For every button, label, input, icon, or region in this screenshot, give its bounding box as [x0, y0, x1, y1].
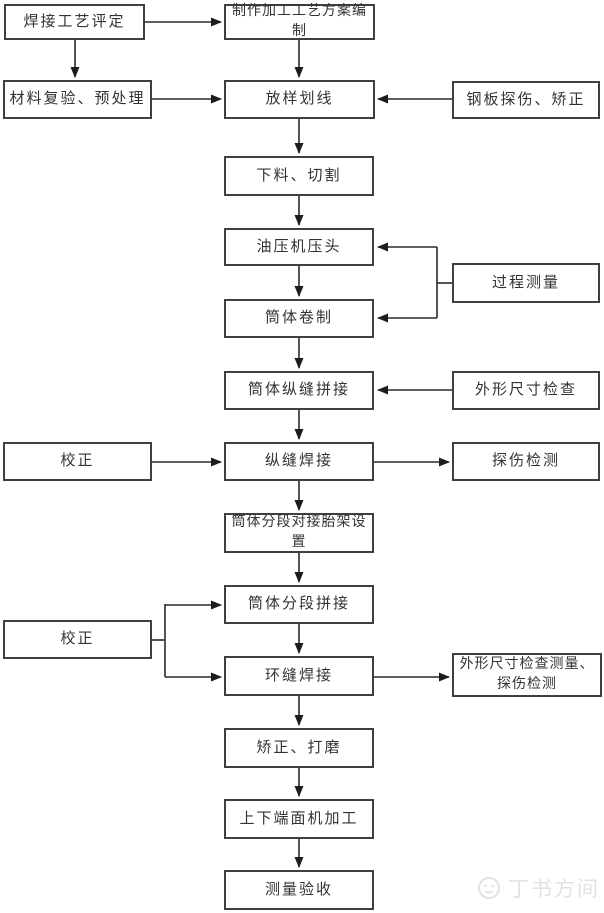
node-shell-rolling: 筒体卷制 [224, 299, 374, 338]
watermark-smiley-logo-icon [478, 877, 500, 899]
watermark: 丁书方间 [476, 873, 600, 903]
node-steel-plate-flaw-detection-straightening: 钢板探伤、矫正 [452, 81, 600, 119]
node-hydraulic-press-head: 油压机压头 [224, 228, 374, 266]
node-shell-section-fitting: 筒体分段拼接 [224, 585, 374, 624]
node-material-reinspection-pretreatment: 材料复验、预处理 [3, 80, 152, 119]
watermark-text: 丁书方间 [508, 877, 600, 901]
node-shell-section-butt-jig-setup: 筒体分段对接胎架设置 [224, 513, 374, 553]
node-dimension-inspection-measurement-flaw-detection: 外形尺寸检查测量、探伤检测 [452, 653, 602, 697]
node-upper-lower-end-face-machining: 上下端面机加工 [224, 799, 374, 839]
node-alignment-1: 校正 [3, 442, 152, 481]
node-blanking-cutting: 下料、切割 [224, 156, 374, 196]
node-dimension-inspection: 外形尺寸检查 [452, 371, 600, 410]
node-measurement-acceptance: 测量验收 [224, 870, 374, 910]
node-flaw-detection-inspection: 探伤检测 [452, 442, 600, 481]
node-shell-longitudinal-seam-fitting: 筒体纵缝拼接 [224, 371, 374, 410]
node-longitudinal-seam-welding: 纵缝焊接 [224, 442, 374, 481]
node-alignment-2: 校正 [3, 620, 152, 659]
node-fabrication-process-plan: 制作加工工艺方案编制 [224, 4, 375, 40]
node-welding-procedure-qualification: 焊接工艺评定 [4, 4, 145, 40]
node-straightening-grinding: 矫正、打磨 [224, 728, 374, 768]
node-process-measurement: 过程测量 [452, 263, 600, 303]
node-circumferential-seam-welding: 环缝焊接 [224, 656, 374, 696]
node-lofting-marking: 放样划线 [224, 80, 375, 119]
